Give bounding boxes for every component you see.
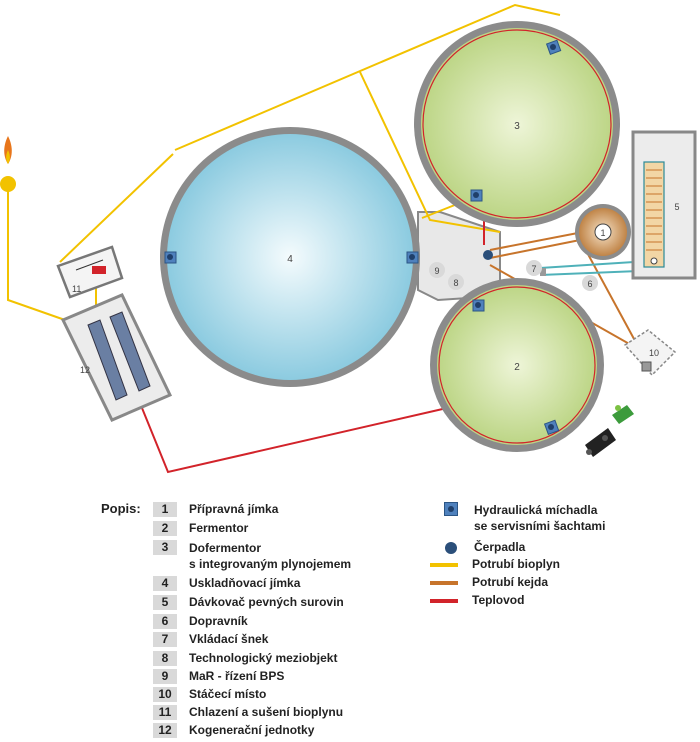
legend-number: 8 <box>153 651 177 666</box>
symbol-text: Teplovod <box>472 593 525 607</box>
legend-item: 10 Stáčecí místo <box>153 687 266 703</box>
symbol-legend-item: Potrubí kejda <box>430 575 548 590</box>
symbol-text-line2: se servisními šachtami <box>474 519 606 533</box>
svg-text:2: 2 <box>514 362 520 373</box>
symbol-legend-item: Čerpadla <box>444 540 525 555</box>
legend-item: 1 Přípravná jímka <box>153 502 278 518</box>
control-label: 9 <box>429 262 445 278</box>
pump-icon <box>483 250 493 260</box>
legend-text: Technologický meziobjekt <box>189 651 338 665</box>
legend-text: Dávkovač pevných surovin <box>189 595 344 609</box>
legend-text: Chlazení a sušení bioplynu <box>189 705 344 719</box>
biogas-line-swatch <box>430 563 458 567</box>
legend-item: 11 Chlazení a sušení bioplynu <box>153 705 343 721</box>
heat-line-swatch <box>430 599 458 603</box>
svg-text:6: 6 <box>587 279 592 289</box>
legend-item: 9 MaR - řízení BPS <box>153 669 284 685</box>
svg-text:5: 5 <box>674 202 679 212</box>
symbol-text: Čerpadla <box>474 540 526 554</box>
legend-item: 8 Technologický meziobjekt <box>153 651 337 667</box>
conveyor-label: 6 <box>582 275 598 291</box>
tech-building-label: 8 <box>448 274 464 290</box>
pump-icon <box>445 542 457 554</box>
legend-number: 5 <box>153 595 177 610</box>
mixer-icon <box>470 189 483 202</box>
legend-text: Uskladňovací jímka <box>189 576 301 590</box>
symbol-text: Potrubí bioplyn <box>472 557 560 571</box>
svg-text:7: 7 <box>531 264 536 274</box>
legend-text: Dofermentor <box>189 541 262 555</box>
mixer-icon <box>543 419 560 435</box>
preparation-tank: 1 <box>575 204 631 260</box>
mixer-icon <box>164 251 177 264</box>
symbol-text: Potrubí kejda <box>472 575 549 589</box>
fermenter-tank: 2 <box>430 278 604 452</box>
symbol-legend-item: Hydraulická míchadla se servisními šacht… <box>444 502 605 534</box>
legend-text: Kogenerační jednotky <box>189 723 315 737</box>
unloading-point: 10 <box>623 329 677 377</box>
post-fermenter-tank: 3 <box>414 21 620 227</box>
symbol-legend-item: Potrubí bioplyn <box>430 557 560 572</box>
svg-text:12: 12 <box>80 365 90 375</box>
legend-number: 1 <box>153 502 177 517</box>
legend-text: Dopravník <box>189 614 248 628</box>
legend-number: 10 <box>153 687 177 702</box>
legend-text: Fermentor <box>189 521 249 535</box>
legend-number: 4 <box>153 576 177 591</box>
solid-feed-dispenser: 5 <box>631 130 697 280</box>
legend-item: 12 Kogenerační jednotky <box>153 723 314 739</box>
hydraulic-mixers <box>164 39 562 435</box>
legend-item: 2 Fermentor <box>153 521 248 537</box>
biogas-cooling-unit: 11 <box>56 245 124 299</box>
legend-item: 3 Dofermentor s integrovaným plynojemem <box>153 540 351 571</box>
tractor-with-trailer <box>585 405 634 457</box>
legend-item: 4 Uskladňovací jímka <box>153 576 300 592</box>
cogeneration-units: 12 <box>60 293 173 422</box>
mixer-icon <box>406 251 419 264</box>
legend-number: 2 <box>153 521 177 536</box>
legend-text: MaR - řízení BPS <box>189 669 285 683</box>
legend-number: 7 <box>153 632 177 647</box>
svg-text:4: 4 <box>287 254 293 265</box>
symbol-text: Hydraulická míchadla <box>474 503 598 517</box>
legend-number: 12 <box>153 723 177 738</box>
svg-text:11: 11 <box>72 284 81 294</box>
symbol-legend-item: Teplovod <box>430 593 524 608</box>
legend-number: 6 <box>153 614 177 629</box>
svg-text:9: 9 <box>434 266 439 276</box>
storage-tank: 4 <box>160 127 420 387</box>
mixer-icon <box>444 502 458 516</box>
legend-text: Přípravná jímka <box>189 502 279 516</box>
legend-number: 11 <box>153 705 177 720</box>
legend-number: 9 <box>153 669 177 684</box>
svg-text:3: 3 <box>514 121 520 132</box>
feed-screw: 7 <box>526 260 546 276</box>
legend-heading: Popis: <box>101 501 141 516</box>
mixer-icon <box>472 299 485 312</box>
svg-text:8: 8 <box>453 278 458 288</box>
legend-item: 5 Dávkovač pevných surovin <box>153 595 344 611</box>
slurry-line-swatch <box>430 581 458 585</box>
legend-item: 6 Dopravník <box>153 614 248 630</box>
svg-text:10: 10 <box>649 348 659 358</box>
gas-flare <box>0 136 16 192</box>
mixer-icon <box>545 39 562 55</box>
svg-text:1: 1 <box>600 228 605 238</box>
biogas-plant-diagram: 4 3 2 1 5 <box>0 3 697 474</box>
biogas-pipes <box>7 3 561 321</box>
legend-text: Vkládací šnek <box>189 632 269 646</box>
legend-text-line2: s integrovaným plynojemem <box>189 557 352 571</box>
legend-item: 7 Vkládací šnek <box>153 632 268 648</box>
legend-number: 3 <box>153 540 177 555</box>
legend-text: Stáčecí místo <box>189 687 267 701</box>
